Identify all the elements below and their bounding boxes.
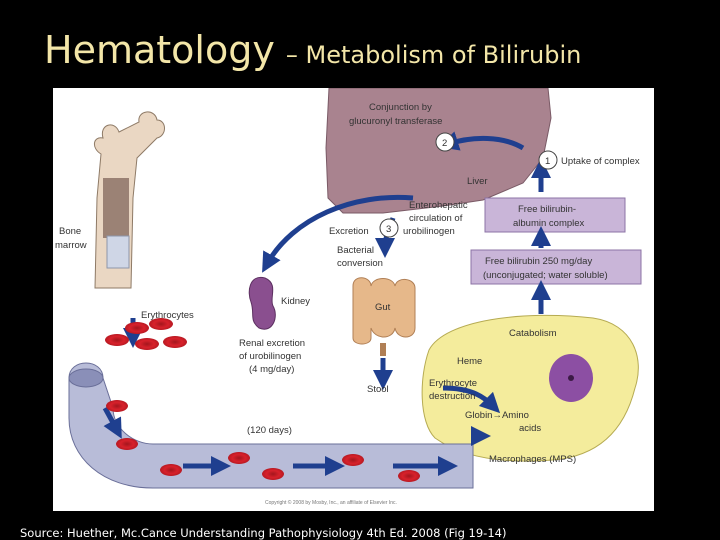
label-conjunction-2: glucuronyl transferase — [349, 116, 442, 127]
slide-title: Hematology – Metabolism of Bilirubin — [44, 28, 581, 72]
bilirubin-figure: Conjunction by glucuronyl transferase 1 … — [53, 87, 654, 511]
label-bacterial-1: Bacterial — [337, 245, 374, 256]
label-erythrocytes: Erythrocytes — [141, 310, 194, 321]
label-conjunction-1: Conjunction by — [369, 102, 432, 113]
label-kidney: Kidney — [281, 296, 310, 307]
source-citation: Source: Huether, Mc.Cance Understanding … — [20, 526, 507, 540]
step-2-number: 2 — [442, 138, 447, 149]
label-erythrocyte-destruction-2: destruction — [429, 391, 475, 402]
label-renal-3: (4 mg/day) — [249, 364, 294, 375]
macrophage-icon — [421, 314, 639, 462]
copyright-text: Copyright © 2008 by Mosby, Inc., an affi… — [265, 499, 397, 506]
label-bacterial-2: conversion — [337, 258, 383, 269]
label-catabolism: Catabolism — [509, 328, 557, 339]
kidney-icon — [248, 276, 276, 330]
label-acids: acids — [519, 423, 541, 434]
bone-icon — [94, 111, 165, 289]
free-bilirubin-albumin-box — [484, 197, 626, 233]
label-uptake: Uptake of complex — [561, 156, 640, 167]
label-excretion: Excretion — [329, 226, 369, 237]
label-stool: Stool — [367, 384, 389, 395]
free-bilirubin-box — [470, 249, 642, 285]
label-macrophages: Macrophages (MPS) — [489, 454, 576, 465]
label-days: (120 days) — [247, 425, 292, 436]
blood-vessel-icon — [68, 362, 474, 489]
label-bone-marrow-2: marrow — [55, 240, 87, 251]
label-enterohepatic-3: urobilinogen — [403, 226, 455, 237]
label-heme: Heme — [457, 356, 482, 367]
label-gut: Gut — [375, 302, 391, 313]
label-free-albumin-2: albumin complex — [513, 218, 585, 229]
liver-icon — [325, 87, 552, 214]
step-1-number: 1 — [545, 156, 550, 167]
label-free-bilirubin-1: Free bilirubin 250 mg/day — [485, 256, 592, 267]
label-free-albumin-1: Free bilirubin- — [518, 204, 576, 215]
gut-icon — [352, 277, 416, 356]
label-bone-marrow-1: Bone — [59, 226, 81, 237]
title-subtitle: – Metabolism of Bilirubin — [285, 41, 582, 69]
label-erythrocyte-destruction-1: Erythrocyte — [429, 378, 477, 389]
label-enterohepatic-1: Enterohepatic — [409, 200, 468, 211]
step-3-number: 3 — [386, 224, 391, 235]
label-renal-1: Renal excretion — [239, 338, 305, 349]
rbc-icon — [105, 318, 420, 482]
label-free-bilirubin-2: (unconjugated; water soluble) — [483, 270, 608, 281]
bilirubin-diagram: Conjunction by glucuronyl transferase 1 … — [55, 87, 642, 506]
label-globin-amino: Globin→Amino — [465, 410, 529, 421]
label-liver: Liver — [467, 176, 488, 187]
label-enterohepatic-2: circulation of — [409, 213, 463, 224]
title-main: Hematology — [44, 28, 275, 72]
label-renal-2: of urobilinogen — [239, 351, 301, 362]
